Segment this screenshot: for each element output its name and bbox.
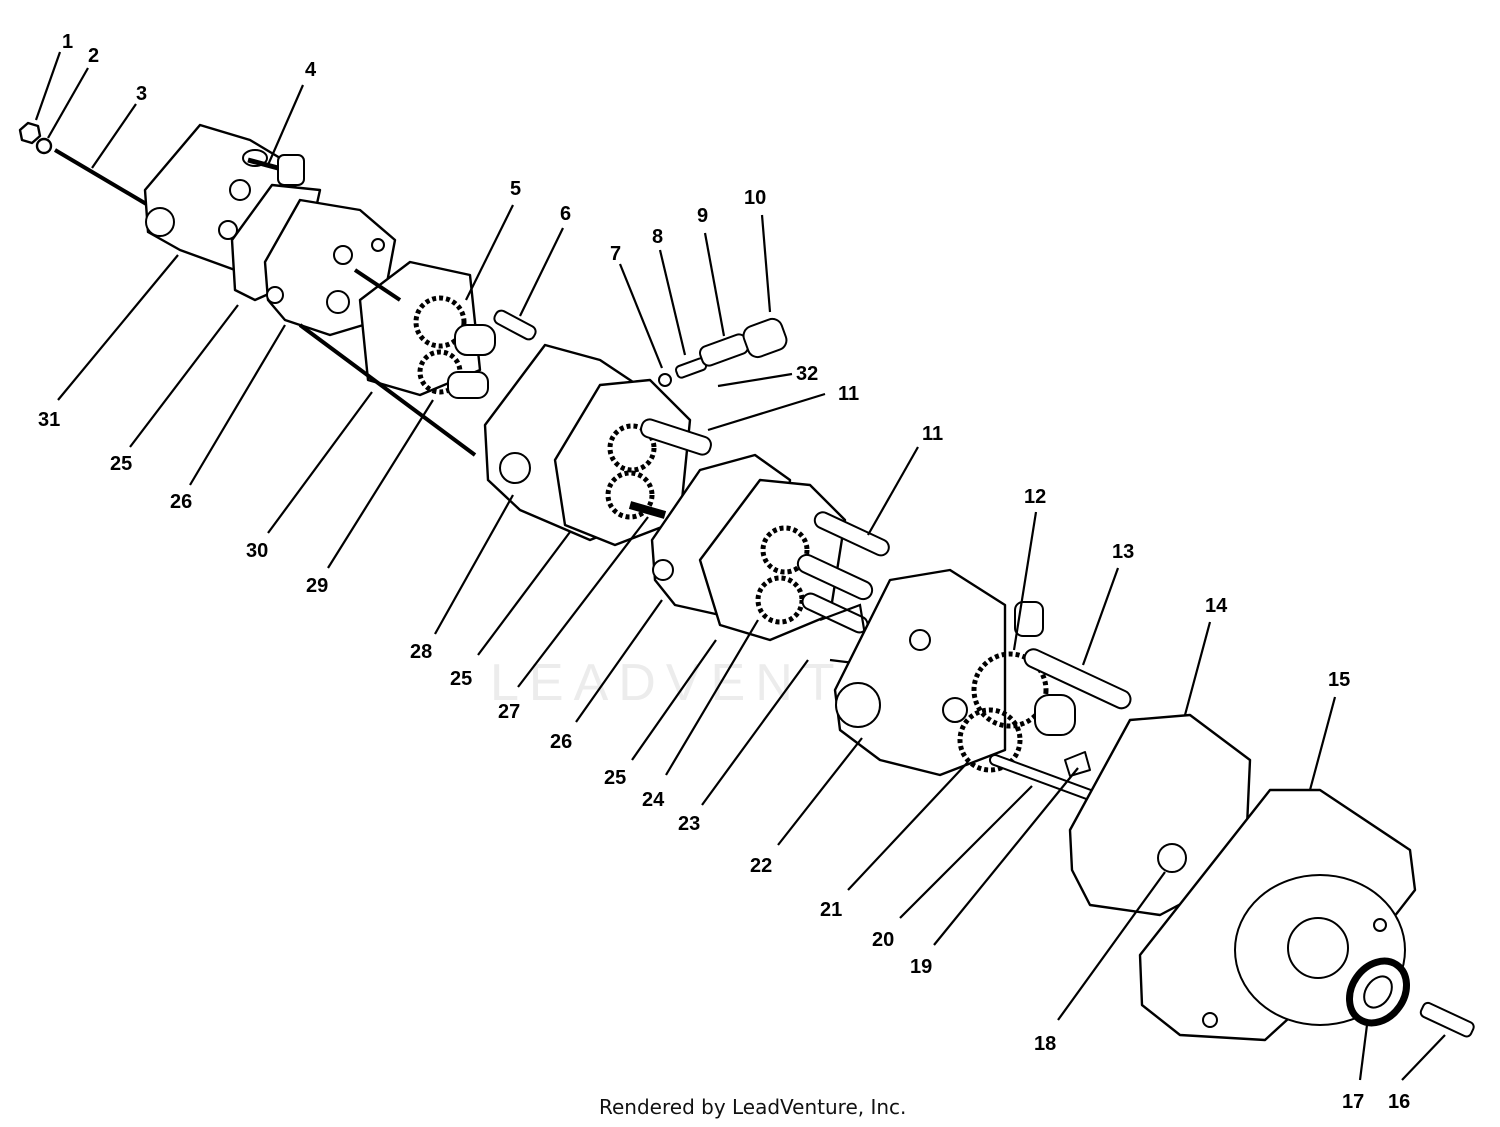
callout-17: 17	[1342, 1091, 1364, 1113]
washer-part	[35, 137, 53, 155]
callout-8: 8	[652, 226, 663, 248]
stud-part	[53, 148, 150, 207]
callout-19: 19	[910, 956, 932, 978]
callout-1: 1	[62, 31, 73, 53]
callout-25c: 25	[604, 767, 626, 789]
callout-20: 20	[872, 929, 894, 951]
callout-11b: 11	[922, 423, 943, 445]
callout-10: 10	[744, 187, 766, 209]
callout-13: 13	[1112, 541, 1134, 563]
callout-12: 12	[1024, 486, 1046, 508]
callout-4: 4	[305, 59, 317, 81]
callout-24: 24	[642, 789, 665, 811]
callout-7: 7	[610, 243, 621, 265]
callout-26b: 26	[550, 731, 572, 753]
callout-23: 23	[678, 813, 700, 835]
callout-22: 22	[750, 855, 772, 877]
callout-11a: 11	[838, 383, 859, 405]
callout-labels: 1 2 3 4 5 6 7 8 9 10 32 11 11 12 13 14 1…	[38, 31, 1410, 1113]
callout-25b: 25	[450, 668, 472, 690]
callout-30: 30	[246, 540, 268, 562]
callout-6: 6	[560, 203, 571, 225]
leader-lines	[34, 51, 1446, 1081]
callout-26a: 26	[170, 491, 192, 513]
parts-illustration	[18, 121, 1475, 1042]
nut-part	[18, 121, 42, 145]
callout-29: 29	[306, 575, 328, 597]
callout-21: 21	[820, 899, 842, 921]
front-housing-part	[833, 568, 1007, 777]
callout-27: 27	[498, 701, 520, 723]
credit-text: Rendered by LeadVenture, Inc.	[599, 1095, 906, 1119]
callout-2: 2	[88, 45, 99, 67]
callout-31: 31	[38, 409, 60, 431]
callout-32: 32	[796, 363, 818, 385]
callout-14: 14	[1205, 595, 1228, 617]
callout-5: 5	[510, 178, 521, 200]
callout-25a: 25	[110, 453, 132, 475]
callout-16: 16	[1388, 1091, 1410, 1113]
callout-9: 9	[697, 205, 708, 227]
callout-28: 28	[410, 641, 432, 663]
callout-15: 15	[1328, 669, 1350, 691]
callout-3: 3	[136, 83, 147, 105]
callout-18: 18	[1034, 1033, 1056, 1055]
